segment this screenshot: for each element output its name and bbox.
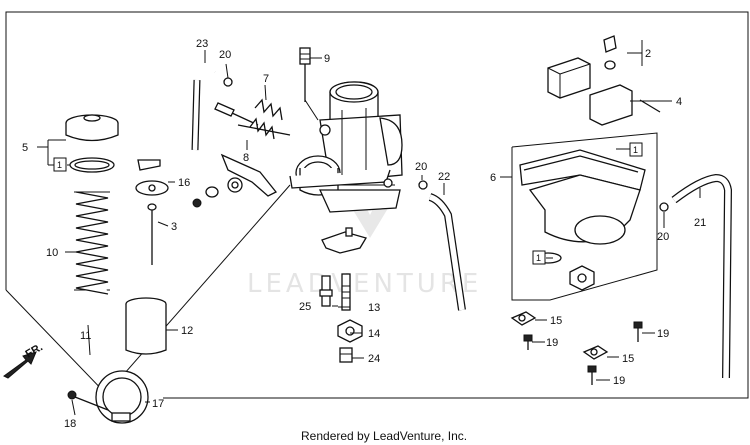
callout-14: 14 [368,328,380,340]
svg-text:1: 1 [536,253,541,263]
part-5-top-cap [65,114,119,173]
callout-15a: 15 [550,315,562,327]
callout-15b: 15 [622,353,634,365]
callout-8: 8 [243,152,249,164]
callout-4: 4 [676,96,682,108]
part-12-throttle-valve [125,297,167,355]
callout-5: 5 [22,142,28,154]
callout-10: 10 [46,247,58,259]
part-14-hex-nut [337,319,363,343]
callout-18: 18 [64,418,76,430]
watermark-text: LEADVENTURE [247,269,482,299]
callout-20c: 20 [657,231,669,243]
boxed-reference-1a: 1 [53,157,67,172]
front-label: FR. [24,341,45,360]
callout-7: 7 [263,73,269,85]
throttle-link-plate [192,153,278,208]
part-25-pilot-jet [319,275,333,307]
leader-lines [37,40,701,416]
callout-19c: 19 [613,375,625,387]
part-7-throttle-stop-screw [214,98,283,126]
svg-text:1: 1 [633,145,638,155]
callout-2: 2 [645,48,651,60]
part-6-float-chamber [519,149,646,291]
part-3-jet-needle [147,203,157,265]
part-8-spring-set [237,117,291,140]
callout-25: 25 [299,301,311,313]
callout-24: 24 [368,353,380,365]
part-19-screw [523,321,643,385]
callout-20a: 20 [219,49,231,61]
part-21-overflow-hose [671,173,733,379]
credit-line: Rendered by LeadVenture, Inc. [301,429,467,443]
boxed-reference-1b: 1 [629,142,643,157]
callout-20b: 20 [415,161,427,173]
callout-6: 6 [490,172,496,184]
part-2-float-valve [603,35,617,70]
leadventure-logo-watermark: LEADVENTURE [247,205,482,299]
callout-19b: 19 [657,328,669,340]
callout-11: 11 [80,330,91,342]
part-23-vent-hose [191,61,217,151]
callout-19a: 19 [546,337,558,349]
part-16-needle-clip-plate [135,159,169,196]
callout-22: 22 [438,171,450,183]
front-direction-arrow: FR. [3,341,45,379]
carburetor-body [289,81,403,213]
part-13-needle-jet [341,273,351,311]
svg-text:1: 1 [57,160,62,170]
callout-3: 3 [171,221,177,233]
boxed-reference-1c: 1 [532,250,546,265]
callout-16: 16 [178,177,190,189]
part-9-pilot-screw [299,47,311,102]
callout-13: 13 [368,302,380,314]
callout-12: 12 [181,325,193,337]
part-24-main-jet [339,347,353,363]
part-4-float [547,57,661,126]
part-22-drain-hose [428,193,466,311]
needle-jet-holder-plate [321,227,367,254]
callout-labels: 5 10 11 16 3 12 17 18 23 20 7 8 9 25 13 … [22,38,706,430]
part-10-spring [74,191,110,295]
callout-17: 17 [152,398,164,410]
part-15-hose-clamp [510,311,609,360]
part-17-clamp-band [95,370,149,424]
callout-23: 23 [196,38,208,50]
part-18-screw [67,390,109,411]
callout-9: 9 [324,53,330,65]
float-chamber-bracket [511,132,658,301]
callout-21: 21 [694,217,706,229]
